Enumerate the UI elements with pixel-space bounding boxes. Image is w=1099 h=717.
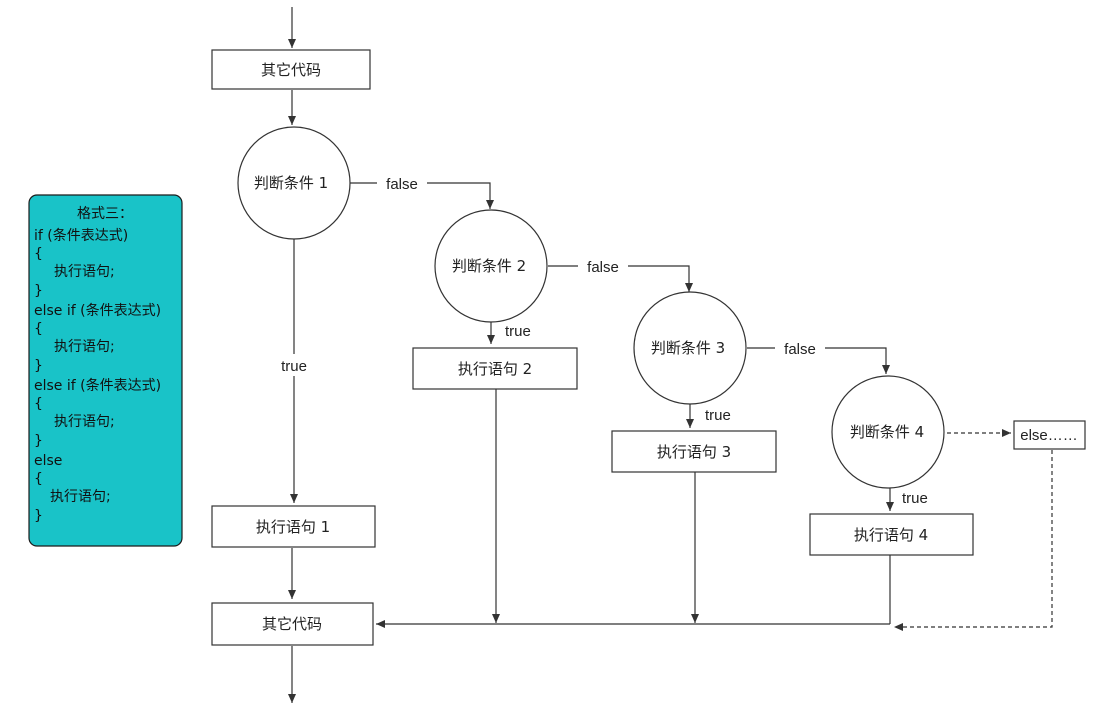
node-top-code: 其它代码 xyxy=(211,49,371,90)
code-line: 执行语句; xyxy=(54,339,115,355)
edge-labels: false false false true true true true xyxy=(273,172,928,507)
code-line: { xyxy=(34,321,43,337)
node-stmt2: 执行语句 2 xyxy=(412,347,578,390)
true-label-3: true xyxy=(705,407,731,424)
false-label-1: false xyxy=(386,176,418,193)
code-line: { xyxy=(34,471,43,487)
stmt4-label: 执行语句 4 xyxy=(854,526,928,544)
false-label-2: false xyxy=(587,259,619,276)
code-panel-background xyxy=(28,194,183,547)
else-return-arrow xyxy=(894,450,1053,631)
code-line: 执行语句; xyxy=(54,414,115,430)
code-line: } xyxy=(34,283,43,299)
stmt2-label: 执行语句 2 xyxy=(458,360,532,378)
cond4-label: 判断条件 4 xyxy=(850,423,924,441)
node-bottom-code: 其它代码 xyxy=(211,602,374,646)
code-line: } xyxy=(34,433,43,449)
code-line: } xyxy=(34,358,43,374)
stmt3-label: 执行语句 3 xyxy=(657,443,731,461)
code-line: { xyxy=(34,246,43,262)
else-label: else…… xyxy=(1020,427,1078,444)
node-stmt4: 执行语句 4 xyxy=(809,513,974,556)
true-label-1: true xyxy=(281,358,307,375)
code-line: 执行语句; xyxy=(50,489,111,505)
top-code-label: 其它代码 xyxy=(261,61,321,79)
code-line: else xyxy=(34,453,62,469)
node-else: else…… xyxy=(1013,420,1086,450)
code-line: 执行语句; xyxy=(54,264,115,280)
code-panel: 格式三： if (条件表达式) { 执行语句; } else if (条件表达式… xyxy=(28,194,183,547)
code-line: } xyxy=(34,508,43,524)
true-label-4: true xyxy=(902,490,928,507)
code-panel-title: 格式三： xyxy=(77,206,133,222)
cond2-label: 判断条件 2 xyxy=(452,257,526,275)
false-label-3: false xyxy=(784,341,816,358)
bottom-code-label: 其它代码 xyxy=(262,615,322,633)
node-stmt3: 执行语句 3 xyxy=(611,430,777,473)
cond3-label: 判断条件 3 xyxy=(651,339,725,357)
node-cond2: 判断条件 2 xyxy=(434,209,548,323)
node-cond3: 判断条件 3 xyxy=(633,291,747,405)
node-cond1: 判断条件 1 xyxy=(237,126,351,240)
code-line: else if (条件表达式) xyxy=(34,377,161,394)
stmt1-label: 执行语句 1 xyxy=(256,518,330,536)
code-line: else if (条件表达式) xyxy=(34,302,161,319)
true-label-2: true xyxy=(505,323,531,340)
code-line: if (条件表达式) xyxy=(34,227,128,244)
node-stmt1: 执行语句 1 xyxy=(211,505,376,548)
node-cond4: 判断条件 4 xyxy=(831,375,945,489)
code-line: { xyxy=(34,396,43,412)
cond1-label: 判断条件 1 xyxy=(254,174,328,192)
